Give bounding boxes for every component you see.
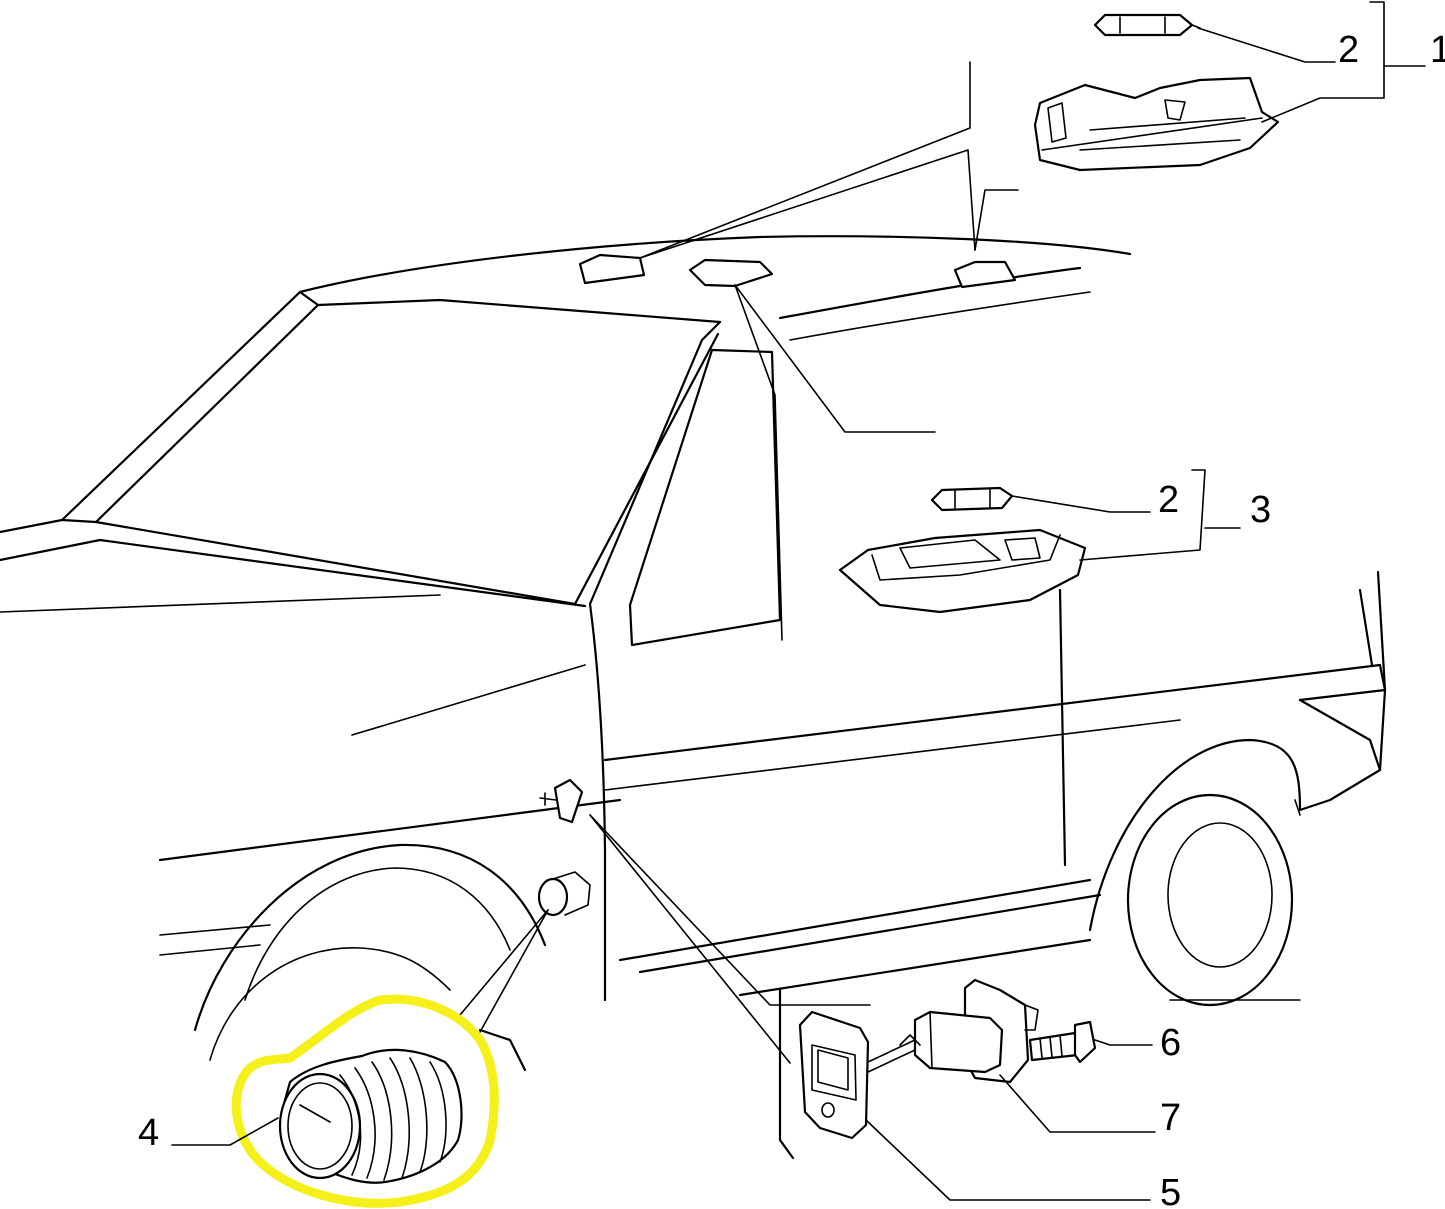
windshield-inner — [94, 303, 720, 606]
callout-5: 5 — [1160, 1172, 1181, 1209]
leader-7 — [999, 1074, 1156, 1133]
dome-lamp-assembly-top — [1033, 76, 1280, 172]
door-rear-edge — [1058, 588, 1067, 867]
dome-lamp-housing — [1033, 76, 1280, 172]
callout-1: 1 — [1430, 29, 1445, 71]
callout-3: 3 — [1250, 489, 1271, 531]
leader-5 — [865, 1119, 1151, 1201]
part-6-screw — [1028, 1020, 1097, 1064]
front-wheel-arch — [193, 843, 547, 1032]
front-tire — [209, 947, 451, 1061]
part-4-grommet — [278, 1048, 463, 1184]
leader-roof-right — [974, 189, 1019, 251]
roof-line — [298, 235, 1132, 294]
leader-grommet-a — [459, 909, 549, 1016]
rear-pillar — [1358, 570, 1387, 772]
callout-2-top: 2 — [1338, 29, 1359, 71]
leader-bulb-top — [1197, 27, 1336, 63]
quarter-window — [628, 348, 782, 647]
rear-panel-line — [1169, 799, 1301, 1001]
callout-6: 6 — [1160, 1022, 1181, 1064]
rear-tire — [1126, 793, 1294, 1007]
leader-roof-left-b — [639, 149, 976, 259]
roof-front-edge — [298, 290, 722, 324]
front-arch-tail — [478, 1028, 527, 1072]
front-panel-line — [159, 924, 271, 956]
door-lock-edge — [778, 988, 795, 1160]
belt-line — [603, 663, 1387, 762]
callout-7: 7 — [1160, 1097, 1181, 1139]
leader-roof-center-a — [734, 284, 936, 433]
highlight-part-4 — [231, 994, 499, 1208]
leader-door-switch-a — [589, 814, 871, 1006]
roof-lamp-left — [578, 253, 646, 285]
grommet-face — [278, 1072, 362, 1180]
leader-4 — [171, 1117, 279, 1146]
a-pillar — [588, 320, 722, 1002]
part-7-door-switch — [867, 978, 1039, 1084]
leader-roof-center-b — [734, 284, 783, 641]
roof-lamp-center — [688, 258, 774, 288]
bulb-middle — [930, 486, 1014, 512]
leader-roof-left-a — [639, 61, 971, 259]
leader-lamp-middle — [1079, 469, 1206, 561]
leader-grommet-b — [479, 909, 549, 1033]
roof-lamp-right — [953, 260, 1017, 289]
rear-hub — [1167, 822, 1273, 968]
callout-2-middle: 2 — [1158, 479, 1179, 521]
roof-inner-edge — [789, 291, 1091, 341]
hood-crease — [0, 594, 586, 736]
leader-lamp-top — [1261, 1, 1385, 123]
leader-6 — [1094, 1039, 1153, 1046]
windshield-outer — [0, 290, 302, 534]
rear-wheel-arch — [1088, 738, 1302, 932]
grommet-on-car — [537, 871, 591, 917]
hood-line — [0, 518, 587, 608]
car-body — [0, 235, 1387, 1160]
roof-rear-edge — [778, 266, 1082, 320]
bulb-top — [1093, 13, 1201, 37]
part-5-mounting-plate — [798, 1010, 870, 1140]
leader-bulb-middle — [1011, 495, 1151, 513]
front-wheel-arch-inner — [244, 867, 511, 1001]
sill-upper — [158, 798, 1092, 962]
dome-lamp-assembly-middle — [838, 528, 1087, 614]
rear-bumper — [1298, 698, 1382, 812]
sill-lower — [638, 893, 1102, 997]
door-switch-on-car — [539, 778, 584, 824]
belt-line-lower — [604, 719, 1181, 791]
leader-door-switch-b — [589, 814, 791, 1064]
callout-4: 4 — [138, 1112, 159, 1154]
